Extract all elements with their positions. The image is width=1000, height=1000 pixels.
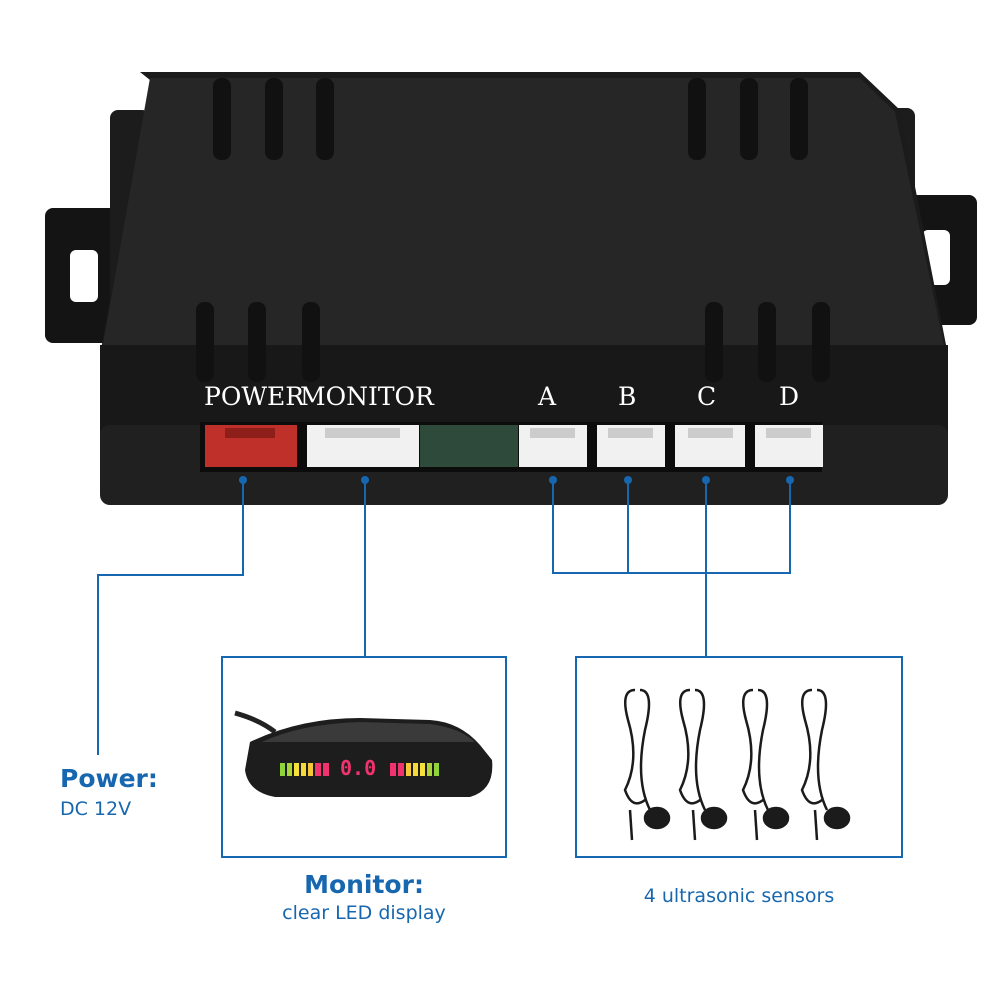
- connector-dots: [239, 476, 794, 484]
- sensor-port-c: [675, 425, 745, 467]
- port-label-a: A: [538, 382, 557, 411]
- port-label-b: B: [618, 382, 637, 411]
- sensor-port-a: [519, 425, 587, 467]
- led-display-reading: 0.0: [340, 756, 377, 780]
- power-port: [205, 425, 297, 467]
- sensor-port-d: [755, 425, 823, 467]
- sensor-1: [623, 688, 671, 841]
- power-title: Power:: [60, 764, 158, 793]
- port-label-d: D: [779, 382, 800, 411]
- port-label-power: POWER: [204, 382, 305, 411]
- monitor-title: Monitor:: [304, 870, 424, 899]
- led-monitor: [234, 710, 493, 797]
- sensor-port-b: [597, 425, 665, 467]
- sensors-detail: 4 ultrasonic sensors: [643, 885, 835, 907]
- ultrasonic-sensors: [623, 688, 851, 841]
- port-label-c: C: [697, 382, 717, 411]
- sensor-3: [741, 688, 790, 841]
- sensor-4: [800, 688, 851, 841]
- monitor-port: [307, 425, 419, 467]
- led-bars: [280, 763, 439, 776]
- connector-lines: [97, 480, 903, 858]
- circuit-board: [420, 425, 518, 467]
- sensor-2: [678, 688, 728, 841]
- port-label-monitor: MONITOR: [300, 382, 434, 411]
- power-detail: DC 12V: [60, 798, 132, 820]
- monitor-detail: clear LED display: [282, 902, 446, 924]
- control-unit-body: [100, 72, 948, 505]
